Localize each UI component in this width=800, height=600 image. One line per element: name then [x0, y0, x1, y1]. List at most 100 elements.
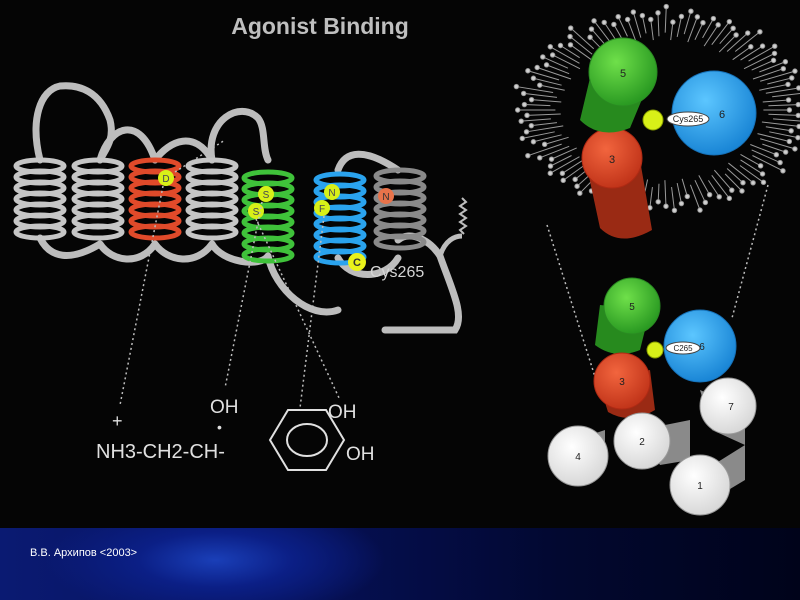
lipid-tail [689, 184, 701, 211]
lipid-head [788, 128, 794, 134]
lipid-head [577, 190, 583, 196]
lipid-tail [724, 173, 743, 192]
zoom-lines [546, 184, 769, 381]
svg-text:S: S [263, 190, 270, 201]
lipid-tail [570, 44, 592, 61]
residue-f: F [314, 200, 330, 216]
lipid-tail [539, 145, 570, 159]
svg-text:6: 6 [699, 342, 705, 353]
lipid-head [740, 179, 746, 186]
lipid-head [525, 152, 531, 159]
lipid-head [601, 19, 607, 26]
lipid-head [568, 25, 574, 31]
lipid-tail [751, 149, 781, 164]
residue-d: D [158, 170, 174, 186]
top-helix-5 [588, 37, 658, 107]
lipid-tail [632, 11, 642, 38]
bottom-helix-4 [547, 425, 609, 487]
lipid-head [540, 54, 546, 60]
lipid-head [684, 193, 691, 200]
lipid-tail [650, 19, 654, 41]
interaction-lines [119, 139, 341, 409]
lipid-tail [752, 68, 784, 80]
lipid-head [559, 170, 566, 176]
lipid-tail [533, 134, 562, 143]
lipid-head [525, 68, 531, 74]
lipid-tail [537, 67, 572, 80]
lipid-tail [732, 46, 752, 61]
lipid-head [688, 8, 694, 14]
residue-s2: S [248, 203, 264, 219]
lipid-tail [711, 174, 730, 199]
lipid-tail [703, 24, 719, 47]
lipid-tail [702, 18, 714, 39]
lipid-head [530, 75, 537, 81]
lipid-tail [527, 143, 562, 157]
svg-text:6: 6 [719, 109, 725, 121]
benzene-ring [268, 409, 346, 471]
top-cys-pill [666, 111, 710, 127]
lipid-head [780, 66, 787, 72]
c-terminal-zigzag [458, 197, 468, 235]
lipid-head [726, 195, 733, 202]
lipid-head [630, 9, 637, 15]
lipid-tail [762, 99, 789, 103]
lipid-tail [768, 104, 799, 107]
lipid-head [715, 22, 721, 28]
svg-text:N: N [382, 192, 389, 203]
lipid-tail [533, 77, 562, 86]
lipid-head [639, 12, 646, 19]
lipid-tail [713, 169, 733, 191]
lipid-head [771, 50, 778, 57]
lipid-head [670, 19, 676, 25]
lipid-head [789, 75, 795, 81]
lipid-tail [768, 113, 799, 116]
lipid-head [700, 19, 706, 26]
lipid-tail [552, 54, 581, 70]
lipid-tail [562, 165, 585, 181]
svg-text:3: 3 [609, 154, 615, 166]
lipid-head [772, 43, 778, 49]
chain-formula: NH3-CH2-CH- [96, 441, 225, 463]
lipid-tail [694, 22, 704, 41]
residue-n2: N [378, 188, 394, 204]
lipid-head [520, 90, 527, 97]
lipid-tail [521, 118, 551, 122]
lipid-tail [740, 159, 763, 175]
lipid-head [786, 138, 793, 145]
lipid-tail [593, 20, 611, 42]
lipid-head [773, 151, 780, 158]
lipid-head [795, 101, 800, 108]
lipid-head [523, 129, 530, 135]
lipid-head [574, 183, 580, 189]
lipid-tail [550, 155, 572, 167]
lipid-tail [550, 156, 580, 174]
lipid-tail [760, 138, 796, 150]
lipid-head [757, 29, 763, 35]
svg-text:1: 1 [697, 481, 703, 492]
lipid-head [655, 199, 661, 205]
lipid-head [663, 3, 669, 10]
lipid-head [547, 163, 554, 169]
lipid-tail [657, 12, 660, 37]
lipid-head [678, 200, 685, 207]
residue-n1: N [324, 184, 340, 200]
lipid-head [795, 112, 800, 119]
helix-6 [313, 171, 367, 266]
lipid-head [567, 33, 573, 40]
lipid-tail [761, 121, 800, 127]
lipid-head [796, 123, 800, 130]
lipid-tail [759, 83, 789, 91]
lipid-head [547, 170, 553, 176]
bottom-3d-view: 5 6 3 C265 7 4 2 1 [547, 277, 757, 516]
lipid-tail [641, 15, 647, 34]
lipid-head [706, 192, 713, 198]
lipid-tail [527, 70, 560, 81]
lipid-tail [760, 70, 796, 82]
lipid-head [537, 82, 543, 88]
helix-1 [13, 157, 67, 241]
lipid-tail [526, 125, 564, 133]
lipid-tail [752, 155, 784, 172]
lipid-tail [664, 6, 667, 33]
lipid-tail [649, 187, 653, 208]
